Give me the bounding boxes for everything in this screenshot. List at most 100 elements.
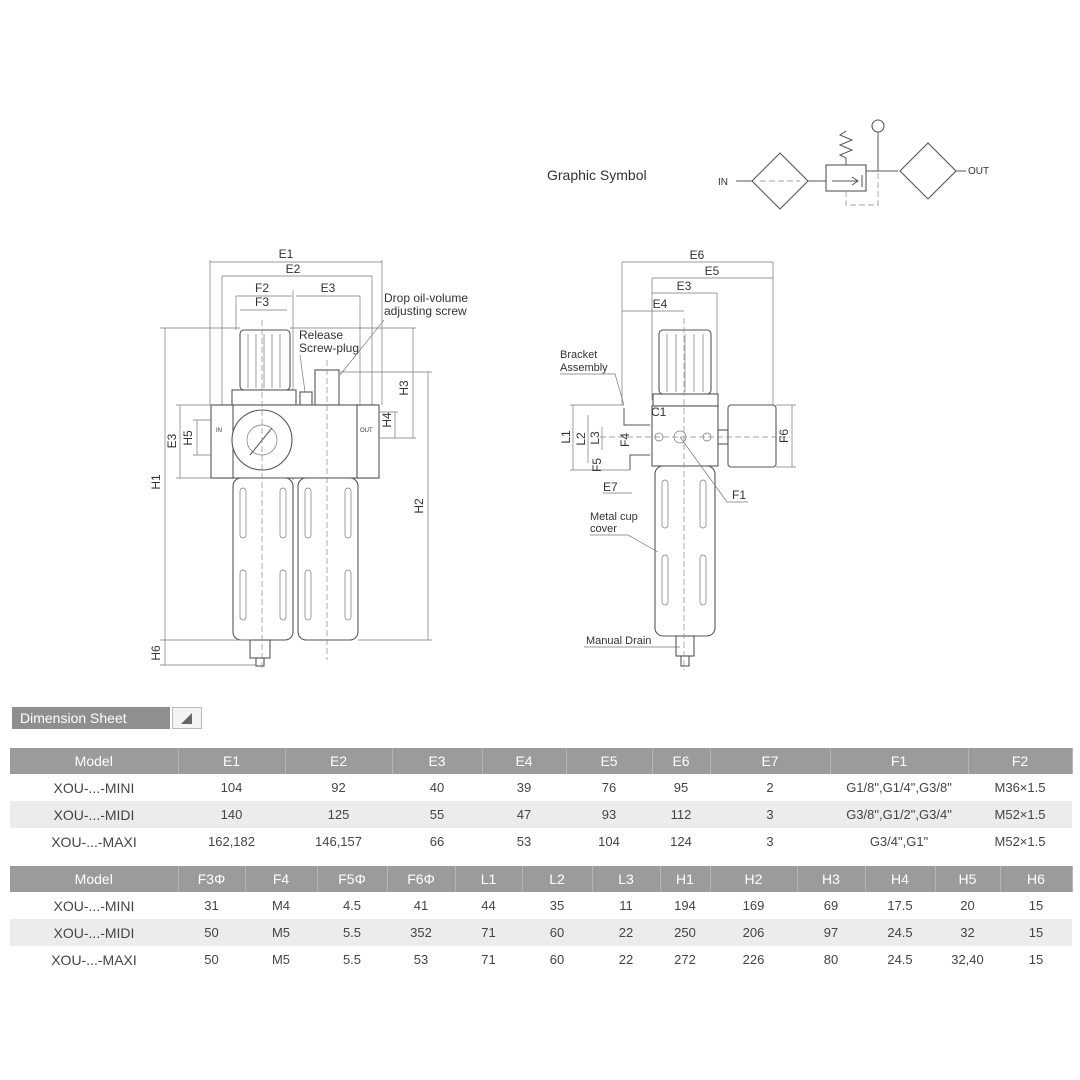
metal-cup-label: Metal cup	[590, 511, 638, 523]
value-cell: 3	[710, 801, 830, 828]
dim-c1: C1	[651, 405, 667, 419]
dim-e3: E3	[321, 281, 336, 295]
bracket-label: Bracket	[560, 349, 597, 361]
value-cell: 104	[220, 780, 243, 795]
value-cell: 41	[413, 898, 429, 913]
dim-h2: H2	[412, 498, 426, 514]
value-cell: 76	[601, 780, 617, 795]
dim-f3: F3	[255, 295, 269, 309]
value-cell: 24.5	[865, 919, 935, 946]
dimension-sheet-tab[interactable]: Dimension Sheet	[12, 707, 202, 729]
value-cell: 39	[516, 780, 532, 795]
column-header: F2	[968, 748, 1073, 774]
value-cell: 31	[204, 898, 219, 913]
model-cell: XOU-...-MAXI	[51, 833, 137, 850]
dim-h4: H4	[380, 412, 394, 428]
value-cell: M52×1.5	[968, 801, 1072, 828]
value-cell: 60	[549, 952, 565, 967]
value-cell: 97	[797, 919, 865, 946]
value-cell: 22	[592, 919, 660, 946]
value-cell: 352	[387, 919, 455, 946]
port-in-label: IN	[216, 428, 222, 434]
column-header: F6Φ	[387, 866, 456, 892]
graphic-symbol: Graphic Symbol IN OUT	[547, 119, 989, 210]
value-cell: 53	[516, 834, 532, 849]
graphic-symbol-title: Graphic Symbol	[547, 167, 647, 183]
value-cell: 71	[455, 919, 522, 946]
dim-f2: F2	[255, 281, 269, 295]
symbol-out-label: OUT	[968, 166, 989, 177]
column-header: H3	[797, 866, 866, 892]
value-cell: 112	[652, 801, 710, 828]
dimension-sheet-label: Dimension Sheet	[12, 707, 170, 729]
value-cell: G3/8",G1/2",G3/4"	[830, 801, 968, 828]
column-header: E1	[178, 748, 286, 774]
column-header: E6	[652, 748, 711, 774]
value-cell: 80	[823, 952, 839, 967]
column-header: H1	[660, 866, 711, 892]
symbol-in-label: IN	[718, 177, 728, 188]
side-view: E6 E5 E3 E4 Bracket Assembly C1 L1 L2 L3…	[559, 248, 796, 670]
technical-drawing: Graphic Symbol IN OUT E1 E2 F2 F3 E3 Dro…	[149, 119, 989, 670]
value-cell: 15	[1028, 898, 1044, 913]
dim-e6: E6	[690, 248, 705, 262]
column-header: F1	[830, 748, 969, 774]
dim-e2: E2	[286, 262, 301, 276]
value-cell: 32,40	[951, 952, 984, 967]
value-cell: 15	[1028, 952, 1044, 967]
value-cell: 66	[429, 834, 445, 849]
value-cell: 146,157	[315, 834, 362, 849]
manual-drain-label: Manual Drain	[586, 635, 651, 647]
port-out-label: OUT	[360, 428, 373, 434]
value-cell: 11	[619, 898, 633, 913]
dim-e3-vertical: E3	[165, 433, 179, 448]
value-cell: 250	[660, 919, 710, 946]
value-cell: 55	[392, 801, 482, 828]
dim-l3: L3	[588, 431, 602, 445]
value-cell: 47	[482, 801, 566, 828]
dim-l1: L1	[559, 430, 573, 444]
value-cell: 124	[670, 834, 692, 849]
dim-l2: L2	[574, 432, 588, 446]
value-cell: 162,182	[208, 834, 255, 849]
dim-e3-side: E3	[677, 279, 692, 293]
front-view: E1 E2 F2 F3 E3 Drop oil-volume adjusting…	[149, 247, 468, 670]
value-cell: 4.5	[342, 898, 362, 913]
dim-e7: E7	[603, 480, 618, 494]
value-cell: M4	[271, 898, 291, 913]
value-cell: 22	[618, 952, 634, 967]
dim-f6: F6	[777, 429, 791, 443]
value-cell: 93	[566, 801, 652, 828]
value-cell: 140	[178, 801, 285, 828]
column-header: F4	[245, 866, 318, 892]
dim-h6: H6	[149, 645, 163, 661]
column-header: H5	[935, 866, 1001, 892]
spring-icon	[838, 130, 854, 165]
dim-e5: E5	[705, 264, 720, 278]
column-header: H6	[1000, 866, 1073, 892]
value-cell: G3/4",G1"	[869, 834, 929, 849]
value-cell: 92	[331, 780, 346, 795]
value-cell: M5	[245, 919, 317, 946]
value-cell: 69	[823, 898, 839, 913]
value-cell: 20	[960, 898, 975, 913]
value-cell: 24.5	[887, 952, 913, 967]
value-cell: 206	[710, 919, 797, 946]
value-cell: 5.5	[342, 952, 362, 967]
value-cell: 53	[413, 952, 429, 967]
value-cell: M52×1.5	[994, 834, 1046, 849]
column-header: L2	[522, 866, 593, 892]
value-cell: M36×1.5	[994, 780, 1046, 795]
value-cell: 71	[481, 952, 496, 967]
value-cell: G1/8",G1/4",G3/8"	[846, 780, 952, 795]
value-cell: 169	[742, 898, 765, 913]
value-cell: 44	[481, 898, 496, 913]
column-header: H2	[710, 866, 798, 892]
dim-h1: H1	[149, 474, 163, 490]
